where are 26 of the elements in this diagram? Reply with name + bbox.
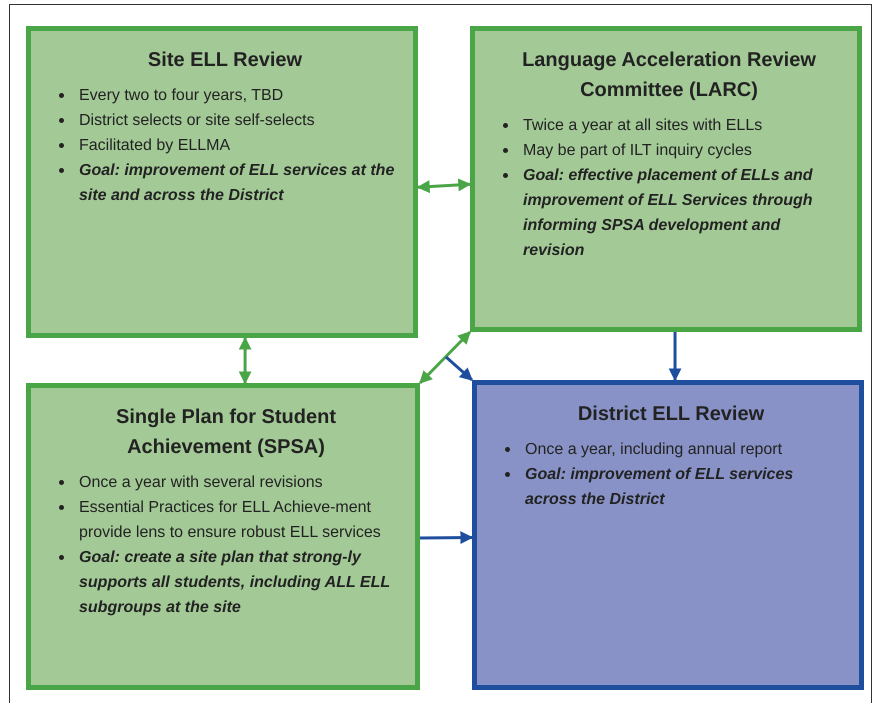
- bullet-item: Once a year with several revisions: [53, 470, 399, 495]
- arrow: [238, 336, 252, 384]
- bullet-item: Goal: create a site plan that strong-ly supports all students, including ALL ELL subgroups at the site: [53, 545, 399, 620]
- box-heading: Single Plan for Student Achievement (SPSA): [114, 405, 337, 460]
- bullet-item: Goal: improvement of ELL services at the site and across the District: [53, 158, 397, 208]
- bullet-item: Every two to four years, TBD: [53, 83, 397, 108]
- bullet-item: Facilitated by ELLMA: [53, 133, 397, 158]
- bullet-item: Once a year, including annual report: [499, 437, 843, 462]
- bullet-item: May be part of ILT inquiry cycles: [497, 138, 841, 163]
- bullet-item: Twice a year at all sites with ELLs: [497, 113, 841, 138]
- process-box: [472, 380, 864, 690]
- box-heading: Site ELL Review: [146, 48, 304, 73]
- bullet-item: Essential Practices for ELL Achieve-ment provide lens to ensure robust ELL services: [53, 495, 399, 545]
- bullet-item: Goal: improvement of ELL services across the District: [499, 462, 843, 512]
- bullet-item: Goal: effective placement of ELLs and improvement of ELL Services through informing SPSA development and revision: [497, 163, 841, 263]
- arrow: [420, 531, 474, 544]
- arrow: [445, 356, 473, 382]
- process-box: [26, 383, 420, 690]
- arrow: [416, 178, 472, 194]
- process-box: [470, 26, 862, 332]
- box-heading: Language Acceleration Review Committee (LARC): [521, 48, 817, 103]
- arrow: [668, 332, 682, 382]
- bullet-item: District selects or site self-selects: [53, 108, 397, 133]
- arrow: [418, 330, 472, 384]
- box-heading: District ELL Review: [576, 402, 766, 427]
- process-box: [26, 26, 418, 338]
